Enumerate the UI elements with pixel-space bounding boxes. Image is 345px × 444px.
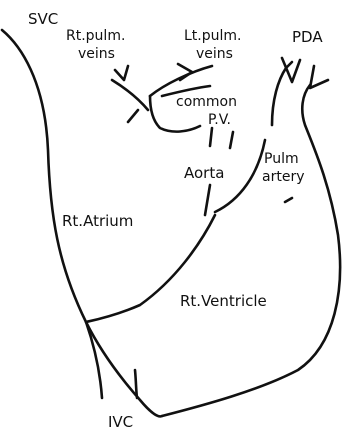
ivc-label: IVC [108,413,133,431]
lt-pulm-veins-label-line1: Lt.pulm. [184,28,241,44]
rt-pulm-vein-branch-left [112,80,148,110]
rt-pulm-veins-label-line1: Rt.pulm. [66,28,125,44]
common-pv-right [230,132,233,148]
pda-arrow-right [310,66,328,88]
ivc-wall-right [135,370,137,398]
rt-atrium-label: Rt.Atrium [62,212,133,230]
aorta-wall [205,185,210,215]
lt-pulm-veins-label-line2: veins [196,46,233,62]
pulm-artery-tick [285,198,292,202]
pda-label: PDA [292,28,323,46]
rt-pulm-vein-arrow [115,66,128,80]
rt-pulm-veins-label-line2: veins [78,46,115,62]
aorta-label: Aorta [184,164,224,182]
ivc-wall-left [86,322,102,398]
rt-pulm-vein-branch-mid [128,110,138,122]
common-pv-label-line1: common [176,94,237,110]
pulm-artery-label-line1: Pulm [264,151,299,167]
svc-label: SVC [28,10,58,28]
heart-outline-right [162,85,340,416]
common-pv-left [210,128,212,146]
rt-ventricle-label: Rt.Ventricle [180,292,267,310]
common-pv-label-line2: P.V. [208,112,231,128]
pulm-artery-label-line2: artery [262,169,304,185]
